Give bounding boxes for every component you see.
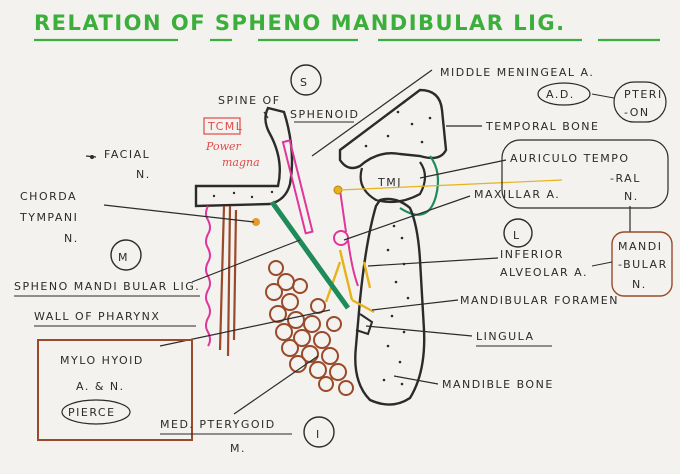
- label-mylohyoid: MYLO HYOID A. & N. PIERCE: [37, 339, 193, 441]
- svg-text:A. & N.: A. & N.: [76, 380, 125, 393]
- auriculo-leader: [339, 179, 563, 191]
- label-temporal-bone: TEMPORAL BONE: [485, 120, 600, 133]
- label-mandible-bone: MANDIBLE BONE: [442, 378, 554, 391]
- label-mandibular-foramen: MANDIBULAR FORAMEN: [460, 294, 619, 307]
- note-tcml: TCML: [203, 117, 243, 135]
- svg-text:N.: N.: [64, 232, 79, 245]
- svg-text:I: I: [316, 428, 321, 441]
- note-power-magna: Power magna: [205, 140, 260, 169]
- middle-meningeal-artery: [281, 139, 314, 235]
- circle-marker-l: L: [503, 218, 533, 248]
- svg-text:ALVEOLAR A.: ALVEOLAR A.: [500, 266, 588, 279]
- svg-text:L: L: [513, 229, 521, 242]
- tmj-label: TMJ: [377, 176, 402, 189]
- skull-base-dots: [212, 190, 274, 199]
- svg-text:PIERCE: PIERCE: [68, 406, 116, 419]
- auriculotemporal-nerve-curve: [399, 155, 440, 216]
- svg-text:PTERI: PTERI: [624, 88, 663, 101]
- diagram-title: RELATION OF SPHENO MANDIBULAR LIG.: [34, 11, 566, 35]
- maxillary-artery-origin: [333, 230, 349, 246]
- skull-base-shape: [194, 106, 294, 208]
- svg-text:S: S: [300, 76, 308, 89]
- label-ad: A.D.: [537, 82, 591, 106]
- svg-text:N.: N.: [632, 278, 647, 291]
- svg-text:WALL OF PHARYNX: WALL OF PHARYNX: [34, 310, 160, 323]
- svg-text:Power: Power: [205, 140, 242, 153]
- svg-text:-BULAR: -BULAR: [618, 258, 668, 271]
- svg-text:-RAL: -RAL: [610, 172, 641, 185]
- svg-text:M.: M.: [230, 442, 246, 455]
- maxillary-artery: [339, 189, 359, 287]
- svg-text:SPHENO MANDI BULAR LIG.: SPHENO MANDI BULAR LIG.: [14, 280, 200, 293]
- label-spine-of-sphenoid: SPINE OF SPHENOID: [218, 94, 359, 121]
- svg-text:INFERIOR: INFERIOR: [500, 248, 564, 261]
- label-inferior-alveolar: INFERIOR ALVEOLAR A.: [500, 248, 588, 279]
- svg-text:SPHENOID: SPHENOID: [290, 108, 359, 121]
- svg-text:TYMPANI: TYMPANI: [19, 211, 78, 224]
- spheno-mandibular-ligament: [269, 200, 351, 310]
- label-chorda-tympani: CHORDA TYMPANI N.: [19, 190, 79, 245]
- label-middle-meningeal: MIDDLE MENINGEAL A.: [440, 66, 594, 79]
- svg-text:AURICULO TEMPO: AURICULO TEMPO: [510, 152, 630, 165]
- svg-text:MANDI: MANDI: [618, 240, 662, 253]
- temporal-bone-shape: [338, 88, 448, 170]
- medial-pterygoid-muscle: [265, 260, 354, 396]
- label-spheno-mandibular: SPHENO MANDI BULAR LIG.: [14, 280, 200, 297]
- svg-text:CHORDA: CHORDA: [20, 190, 77, 203]
- pharynx-wall-brown: [218, 205, 238, 357]
- mandible-dots: [382, 224, 410, 386]
- temporal-bone-dots: [364, 100, 432, 148]
- label-lingula: LINGULA: [476, 330, 552, 347]
- label-wall-of-pharynx: WALL OF PHARYNX: [34, 310, 196, 327]
- circle-marker-i: I: [303, 416, 335, 448]
- circle-marker-m: M: [110, 239, 142, 271]
- lingual-branch: [362, 261, 372, 289]
- mandible-ramus-shape: [354, 197, 426, 406]
- label-auriculo-temporal: AURICULO TEMPO -RAL N.: [501, 139, 669, 209]
- lingula-shape: [355, 313, 374, 336]
- svg-text:MED. PTERYGOID: MED. PTERYGOID: [160, 418, 276, 431]
- label-mandibular-n: MANDI -BULAR N.: [611, 231, 673, 297]
- svg-text:-ON: -ON: [624, 106, 650, 119]
- label-facial-n: FACIAL N.: [104, 148, 151, 181]
- svg-text:MYLO HYOID: MYLO HYOID: [60, 354, 144, 367]
- svg-text:MANDIBULAR FORAMEN: MANDIBULAR FORAMEN: [460, 294, 619, 307]
- label-med-pterygoid: MED. PTERYGOID M.: [160, 418, 292, 455]
- svg-text:A.D.: A.D.: [546, 88, 575, 101]
- svg-text:N.: N.: [624, 190, 639, 203]
- label-pterion: PTERI -ON: [613, 81, 667, 123]
- label-maxillary: MAXILLAR A.: [474, 188, 560, 201]
- svg-text:TCML: TCML: [207, 120, 243, 133]
- svg-text:M: M: [118, 251, 129, 264]
- svg-text:FACIAL: FACIAL: [104, 148, 150, 161]
- inferior-alveolar-nerve: [324, 249, 375, 314]
- svg-text:N.: N.: [136, 168, 151, 181]
- svg-text:LINGULA: LINGULA: [476, 330, 535, 343]
- circle-marker-s: S: [290, 64, 322, 96]
- svg-text:SPINE OF: SPINE OF: [218, 94, 281, 107]
- chorda-junction-dot: [252, 218, 260, 226]
- svg-text:magna: magna: [222, 156, 260, 169]
- svg-text:MIDDLE MENINGEAL A.: MIDDLE MENINGEAL A.: [440, 66, 594, 79]
